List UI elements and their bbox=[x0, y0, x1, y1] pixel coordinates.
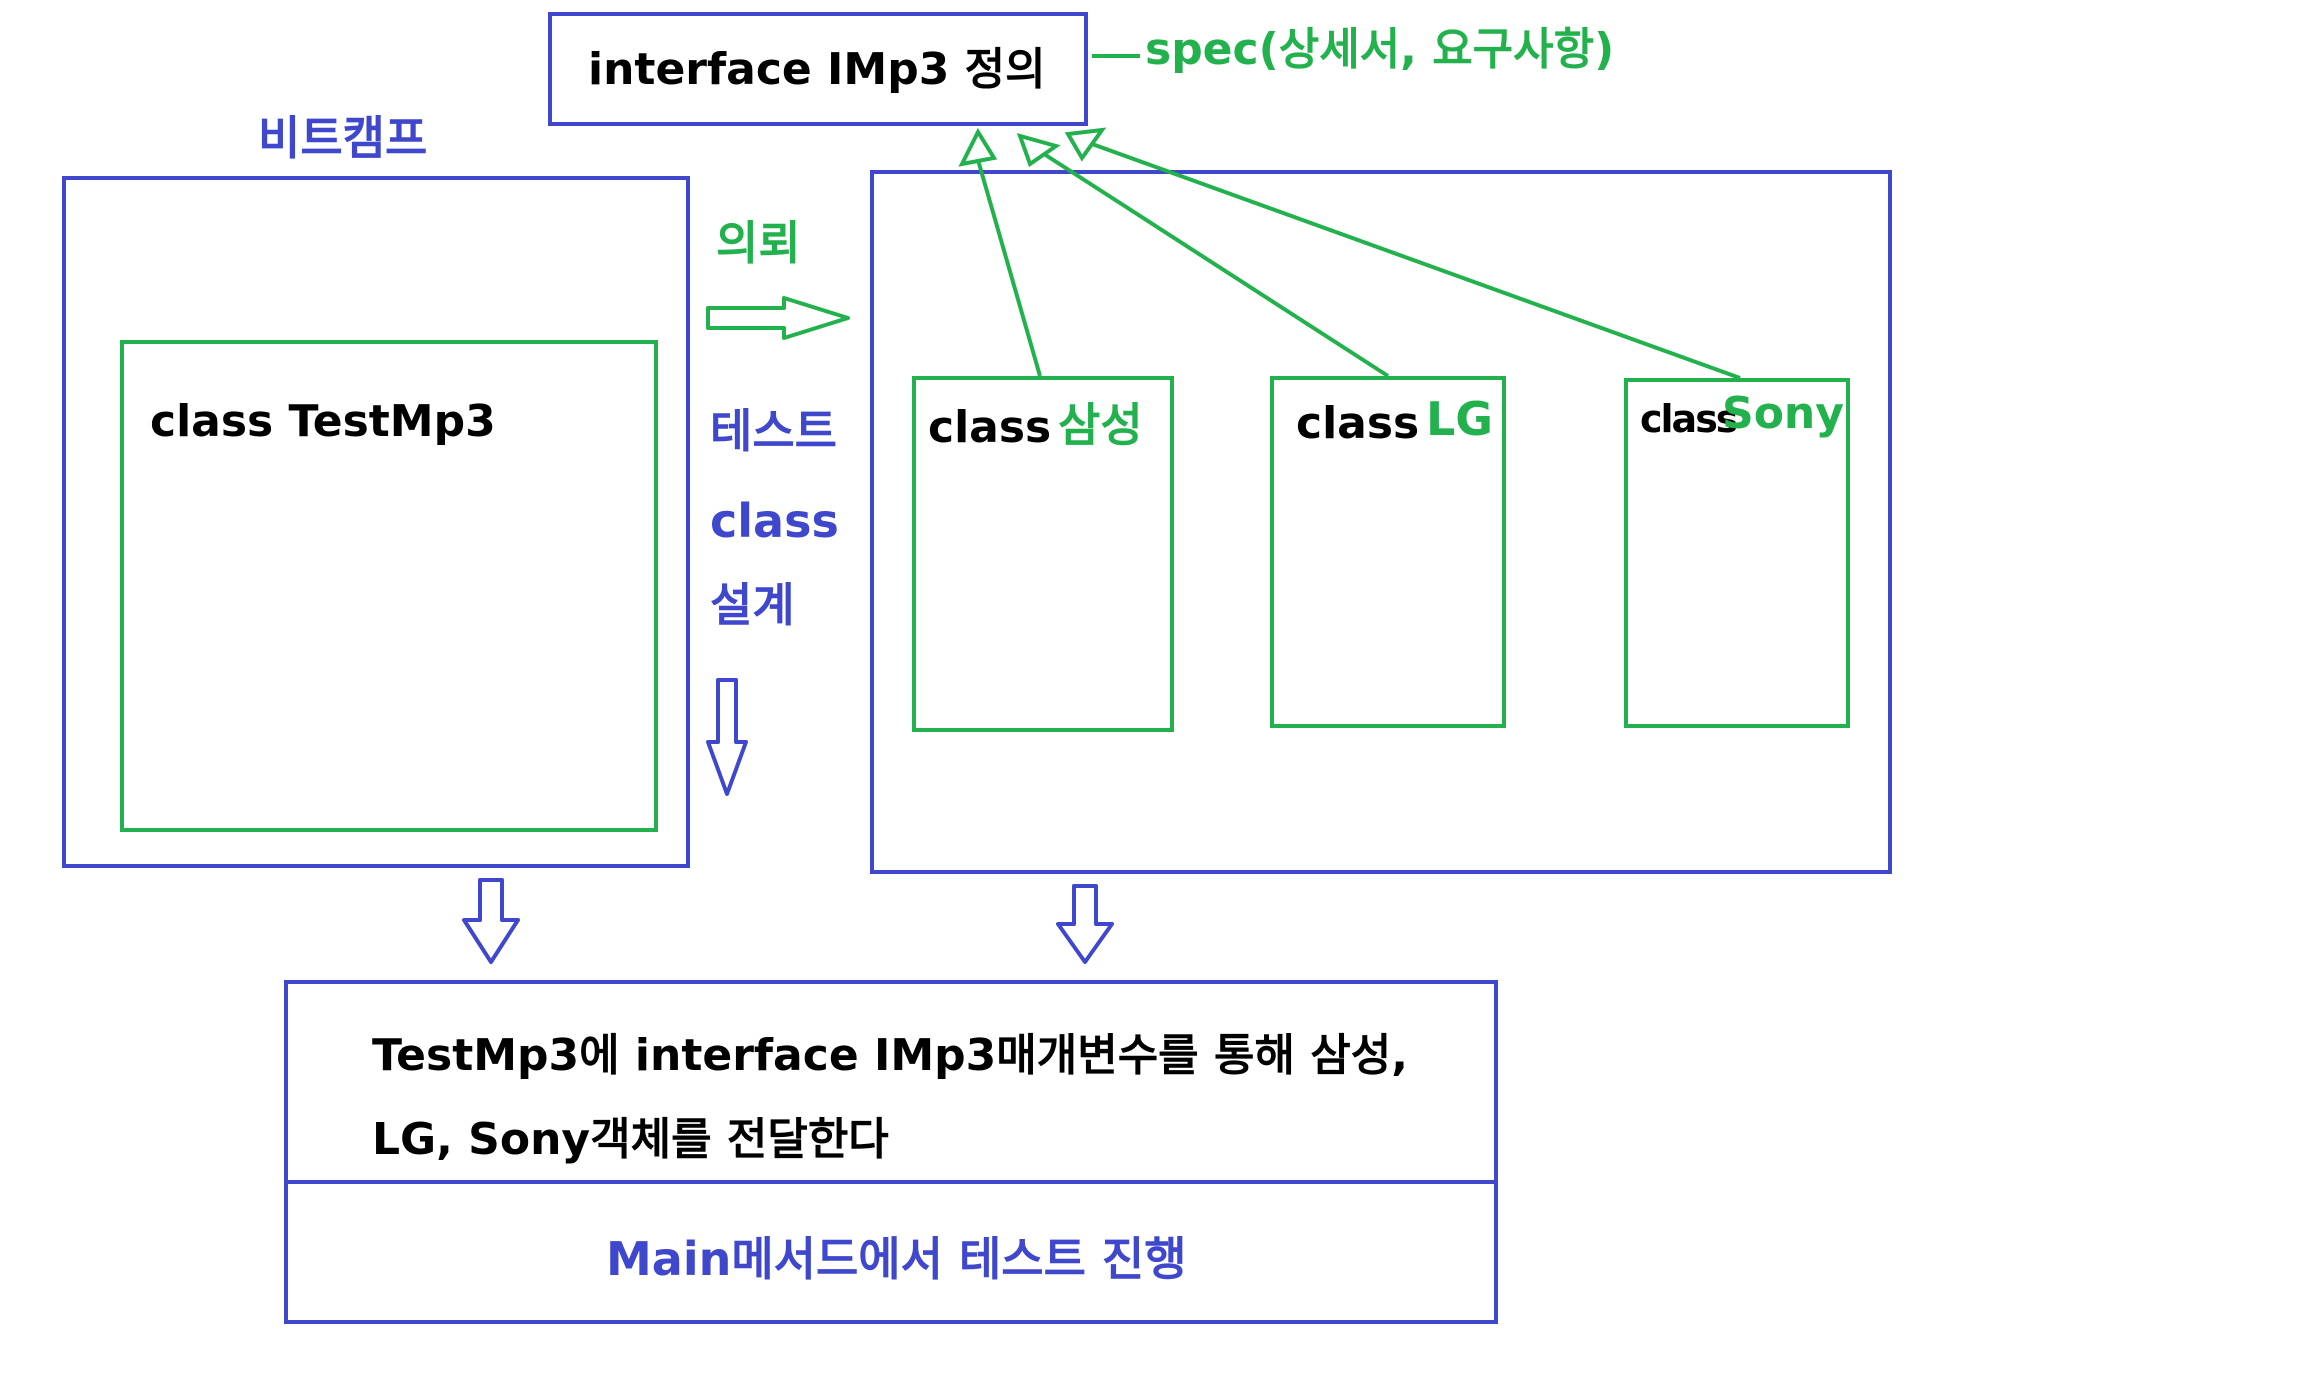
sony-implements-line bbox=[1091, 142, 1741, 380]
interface-label: interface IMp3 정의 bbox=[588, 44, 1046, 95]
bottom-line-2: LG, Sony객체를 전달한다 bbox=[372, 1114, 889, 1165]
bitcamp-down-arrow bbox=[462, 878, 520, 964]
sony-class-box bbox=[1624, 378, 1850, 728]
design-down-arrow bbox=[706, 678, 748, 796]
lg-class-name: LG bbox=[1426, 392, 1494, 446]
lg-class-box bbox=[1270, 376, 1506, 728]
design-note-class: class bbox=[710, 494, 839, 548]
sony-implements-arrowhead bbox=[1064, 127, 1107, 162]
design-note-design: 설계 bbox=[710, 578, 795, 632]
samsung-implements-line bbox=[976, 159, 1042, 377]
main-method-label: Main메서드에서 테스트 진행 bbox=[606, 1232, 1187, 1286]
request-arrow bbox=[706, 296, 850, 340]
lg-implements-arrowhead bbox=[1016, 133, 1061, 168]
bottom-line-1: TestMp3에 interface IMp3매개변수를 통해 삼성, bbox=[372, 1030, 1408, 1081]
main-method-box bbox=[284, 1180, 1498, 1324]
samsung-class-name: 삼성 bbox=[1058, 398, 1143, 452]
bitcamp-box bbox=[62, 176, 690, 868]
lg-implements-line bbox=[1042, 152, 1390, 378]
sony-class-name: Sony bbox=[1722, 388, 1844, 439]
sony-class-prefix: class bbox=[1640, 397, 1738, 441]
testmp3-class-box bbox=[120, 340, 658, 832]
samsung-class-prefix: class bbox=[928, 402, 1052, 453]
design-note-test: 테스트 bbox=[710, 404, 837, 458]
interface-box bbox=[548, 12, 1088, 126]
lg-class-prefix: class bbox=[1296, 398, 1420, 449]
vendors-down-arrow bbox=[1056, 884, 1114, 964]
request-label: 의뢰 bbox=[716, 216, 801, 270]
samsung-implements-arrowhead bbox=[958, 127, 998, 167]
testmp3-class-label: class TestMp3 bbox=[150, 396, 496, 447]
bitcamp-title: 비트캠프 bbox=[258, 111, 428, 165]
vendor-container-box bbox=[870, 170, 1892, 874]
spec-note: spec(상세서, 요구사항) bbox=[1145, 24, 1615, 75]
samsung-class-box bbox=[912, 376, 1174, 732]
